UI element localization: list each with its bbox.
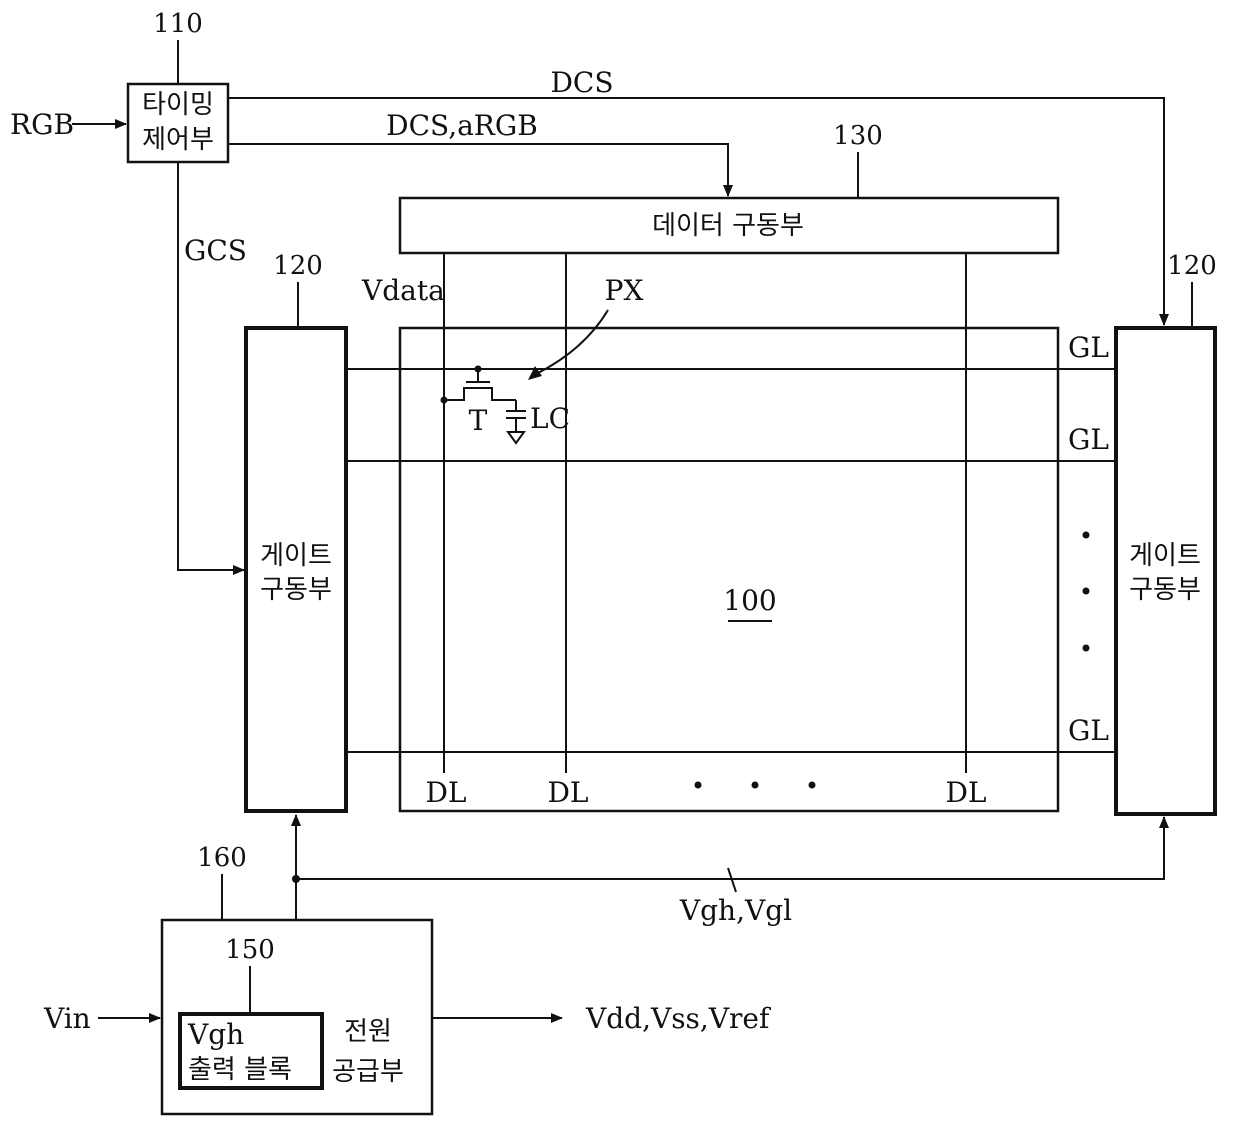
gate-driver-right-label-line2: 구동부 <box>1129 575 1201 605</box>
gate-line-2-label: GL <box>1068 423 1109 456</box>
vgh-output-label-line2: 출력 블록 <box>188 1055 292 1085</box>
rgb-input-label: RGB <box>10 108 74 141</box>
gate-driver-right-label-line1: 게이트 <box>1129 541 1201 571</box>
data-line-n-label: DL <box>945 776 986 809</box>
gate-line-ellipsis-dot-2 <box>1083 588 1090 595</box>
dcs-label: DCS <box>550 66 613 99</box>
data-driver-ref: 130 <box>833 121 883 151</box>
vgh-vgl-right-arrow <box>296 817 1164 879</box>
vgh-vgl-label: Vgh,Vgl <box>679 894 792 927</box>
data-driver-label: 데이터 구동부 <box>652 211 804 241</box>
gate-driver-right-ref: 120 <box>1167 251 1217 281</box>
timing-controller-label-line2: 제어부 <box>142 125 214 155</box>
data-line-ellipsis-dot-1 <box>695 782 702 789</box>
gate-driver-right-block <box>1116 328 1215 814</box>
gcs-label: GCS <box>184 234 247 267</box>
vgh-output-label-line1: Vgh <box>187 1018 244 1051</box>
gate-driver-left-label-line2: 구동부 <box>260 575 332 605</box>
dcs-argb-arrow <box>228 144 728 196</box>
gate-line-n-label: GL <box>1068 714 1109 747</box>
gate-line-ellipsis-dot-1 <box>1083 532 1090 539</box>
vin-label: Vin <box>43 1002 91 1035</box>
gate-line-1-label: GL <box>1068 331 1109 364</box>
px-label: PX <box>605 274 644 307</box>
power-supply-ref: 160 <box>197 843 247 873</box>
gcs-arrow <box>178 162 244 570</box>
transistor-label: T <box>469 404 488 437</box>
data-line-1-label: DL <box>425 776 466 809</box>
vdata-label: Vdata <box>361 274 445 307</box>
gate-driver-left-label-line1: 게이트 <box>260 541 332 571</box>
data-line-ellipsis-dot-3 <box>809 782 816 789</box>
vgh-output-ref: 150 <box>225 935 275 965</box>
data-line-2-label: DL <box>547 776 588 809</box>
power-supply-label-line2: 공급부 <box>332 1057 404 1087</box>
data-line-ellipsis-dot-2 <box>752 782 759 789</box>
lc-label: LC <box>530 402 570 435</box>
gate-driver-left-ref: 120 <box>273 251 323 281</box>
dcs-argb-label: DCS,aRGB <box>386 109 538 142</box>
timing-controller-label-line1: 타이밍 <box>142 90 214 120</box>
gate-line-ellipsis-dot-3 <box>1083 645 1090 652</box>
vdd-vss-vref-label: Vdd,Vss,Vref <box>585 1002 772 1035</box>
power-supply-label-line1: 전원 <box>344 1017 392 1047</box>
timing-controller-ref: 110 <box>153 9 203 39</box>
display-panel-ref: 100 <box>723 584 776 617</box>
